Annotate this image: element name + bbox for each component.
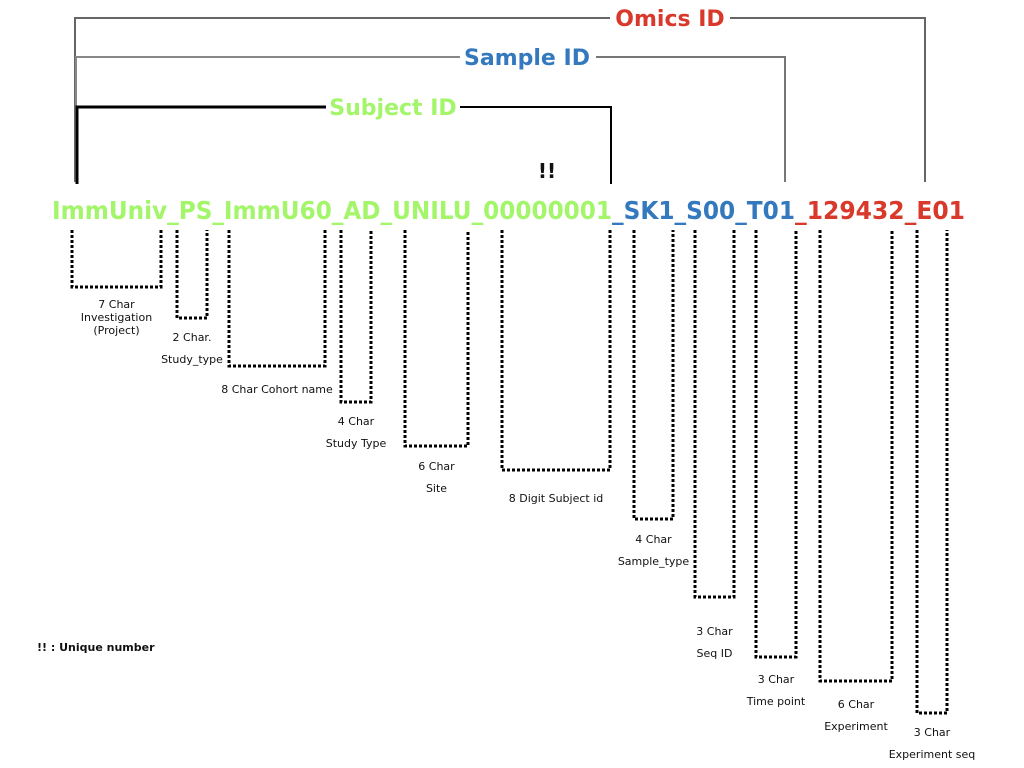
- field-bracket: [339, 230, 373, 404]
- field-label: 4 Char: [635, 533, 672, 546]
- field-label: Seq ID: [697, 647, 733, 660]
- field-label: 6 Char: [838, 698, 875, 711]
- field-label: 7 Char: [98, 298, 135, 311]
- field-label: Investigation: [81, 311, 152, 324]
- subject-bracket-line-right: [460, 106, 612, 184]
- field-bracket: [693, 230, 736, 599]
- field-label: 3 Char: [696, 625, 733, 638]
- omics-bracket-line-right: [730, 17, 926, 182]
- subject-id-bracket: Subject ID: [75, 96, 612, 184]
- field-label: Study Type: [326, 437, 387, 450]
- field-label: 4 Char: [338, 415, 375, 428]
- field-bracket: [818, 230, 894, 683]
- legend-note: !! : Unique number: [37, 641, 155, 654]
- omics-id-bracket: Omics ID: [74, 7, 926, 182]
- field-label: 2 Char.: [173, 331, 212, 344]
- field-bracket: [632, 230, 675, 521]
- field-bracket: [754, 230, 798, 659]
- field-bracket: [500, 230, 612, 472]
- field-label: Site: [426, 482, 447, 495]
- field-label: Study_type: [161, 353, 223, 366]
- field-label: (Project): [93, 324, 139, 337]
- field-bracket: [70, 230, 163, 289]
- field-label: 8 Char Cohort name: [221, 383, 333, 396]
- field-label: Experiment seq: [889, 748, 976, 761]
- omics-id-string: ImmUniv_PS_ImmU60_AD_UNILU_00000001_SK1_…: [52, 196, 965, 225]
- field-label: Time point: [746, 695, 806, 708]
- sample-bracket-line-right: [596, 56, 786, 182]
- unique-marker: !!: [538, 159, 556, 183]
- field-bracket: [403, 230, 470, 448]
- field-label: 6 Char: [418, 460, 455, 473]
- field-label: Sample_type: [618, 555, 690, 568]
- subject-id-label: Subject ID: [329, 96, 456, 121]
- field-bracket: [227, 230, 327, 368]
- sample-id-label: Sample ID: [464, 46, 590, 71]
- subject-bracket-line-left: [75, 105, 326, 184]
- field-label: 3 Char: [914, 726, 951, 739]
- field-bracket: [915, 230, 949, 715]
- omics-id-segment: _129432_E01: [795, 196, 965, 225]
- field-label: 3 Char: [758, 673, 795, 686]
- field-label: 8 Digit Subject id: [509, 492, 604, 505]
- subject-id-segment: ImmUniv_PS_ImmU60_AD_UNILU_00000001: [52, 196, 612, 225]
- field-bracket: [175, 230, 209, 320]
- omics-id-label: Omics ID: [615, 7, 724, 32]
- field-brackets: [70, 230, 949, 715]
- field-label: Experiment: [824, 720, 888, 733]
- sample-id-segment: _SK1_S00_T01: [612, 196, 795, 225]
